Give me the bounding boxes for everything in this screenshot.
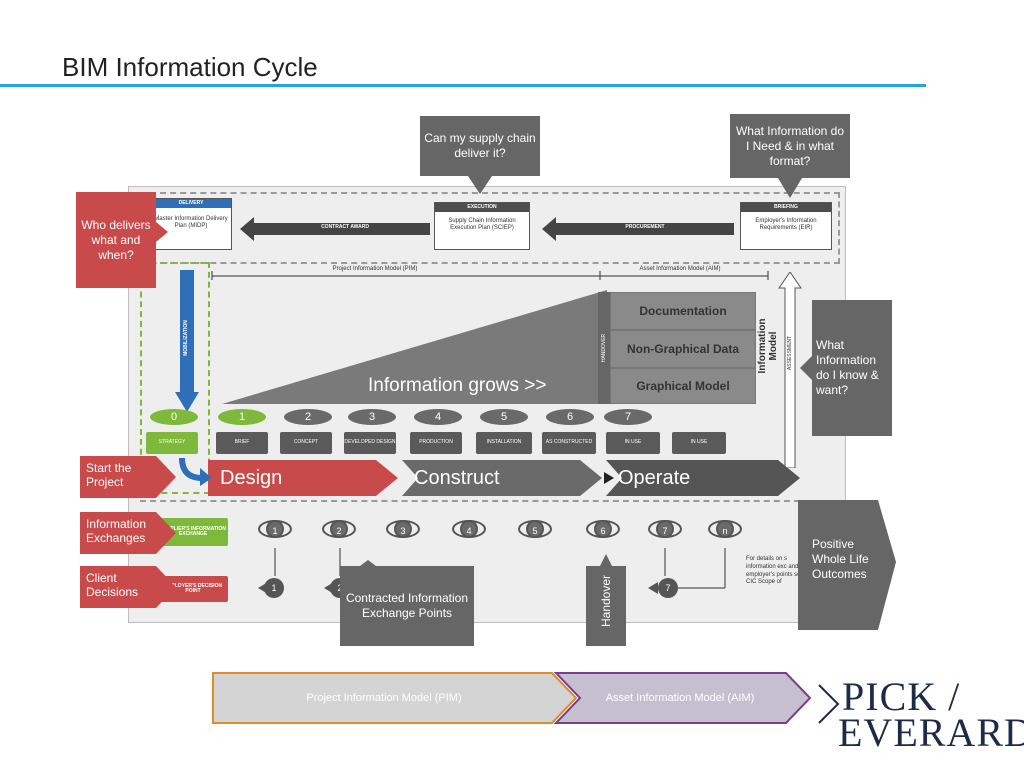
logo-chevron-icon	[818, 684, 840, 724]
contract-award-label: CONTRACT AWARD	[321, 224, 369, 230]
stage-label-in-use-2: IN USE	[672, 432, 726, 454]
decisions-label-shape	[80, 566, 176, 608]
top-arrows	[240, 217, 734, 241]
exchange-number-n: n	[716, 520, 734, 538]
stage-oval-1: 1	[218, 409, 266, 425]
delivery-body: Master Information Delivery Plan (MIDP)	[154, 216, 228, 230]
exchange-number-6: 6	[594, 520, 612, 538]
positive-callout-shape	[798, 500, 896, 630]
assessment-label: ASSESSMENT	[787, 335, 793, 371]
start-label-shape	[80, 456, 176, 498]
stage-label-as-constructed: AS CONSTRUCTED	[542, 432, 596, 454]
supply-callout-text: Can my supply chain deliver it?	[424, 131, 536, 160]
stage-label-brief: BRIEF	[216, 432, 268, 454]
exchange-number-4: 4	[460, 520, 478, 538]
delivery-box: DELIVERY Master Information Delivery Pla…	[150, 198, 232, 250]
execution-header: EXECUTION	[435, 203, 529, 212]
mobilization-arrow	[175, 270, 199, 412]
mobilization-column	[140, 262, 210, 494]
exchanges-label-shape	[80, 512, 176, 554]
decision-point-7: 7	[658, 578, 678, 598]
know-callout-text: What Information do I know & want?	[816, 338, 879, 397]
exchange-number-3: 3	[394, 520, 412, 538]
stage-oval-4: 4	[414, 409, 462, 425]
stack-non-graphical: Non-Graphical Data	[610, 330, 756, 368]
supply-callout-shape	[420, 116, 540, 194]
footer-aim: Asset Information Model (AIM)	[605, 692, 755, 704]
contracted-callout-text: Contracted Information Exchange Points	[345, 591, 469, 620]
stage-label-in-use-1: IN USE	[606, 432, 660, 454]
stage-label-installation: INSTALLATION	[476, 432, 532, 454]
blue-curve-arrow	[179, 457, 212, 486]
info-need-callout-text: What Information do I Need & in what for…	[735, 123, 845, 168]
pim-range-label: Project Information Model (PIM)	[332, 266, 418, 272]
delivery-header: DELIVERY	[151, 199, 231, 208]
info-need-callout-shape	[730, 114, 850, 198]
stage-label-concept: CONCEPT	[280, 432, 332, 454]
briefing-box: BRIEFING Employer's Information Requirem…	[740, 202, 832, 250]
stack-graphical-model: Graphical Model	[610, 368, 756, 404]
stage-oval-2: 2	[284, 409, 332, 425]
phase-operate: Operate	[618, 466, 691, 489]
details-note: For details on s information exc and emp…	[746, 556, 801, 586]
assessment-arrow	[778, 272, 802, 468]
stage-label-strategy: STRATEGY	[146, 432, 198, 454]
handover-callout-shape	[586, 554, 626, 646]
information-triangle	[222, 290, 607, 404]
handover-callout-text: Handover	[599, 574, 613, 628]
execution-box: EXECUTION Supply Chain Information Execu…	[434, 202, 530, 250]
stage-oval-6: 6	[546, 409, 594, 425]
positive-callout-text: Positive Whole Life Outcomes	[812, 536, 869, 581]
decisions-label-text: Client Decisions	[86, 571, 139, 599]
execution-body: Supply Chain Information Execution Plan …	[448, 218, 516, 232]
handover-vertical-label: HANDOVER	[601, 333, 607, 363]
who-callout-shape	[76, 192, 168, 288]
exchanges-label-text: Information Exchanges	[86, 517, 147, 545]
stage-oval-7: 7	[604, 409, 652, 425]
diagram-frame	[128, 186, 846, 623]
stage-oval-0: 0	[150, 409, 198, 425]
phase-arrows	[208, 460, 800, 496]
exchange-number-5: 5	[526, 520, 544, 538]
know-callout-shape	[800, 300, 892, 436]
phase-design: Design	[220, 466, 283, 489]
stage-oval-3: 3	[348, 409, 396, 425]
handover-bar	[598, 292, 610, 404]
stage-label-developed-design: DEVELOPED DESIGN	[344, 432, 396, 454]
phase-construct: Construct	[414, 466, 500, 489]
information-grows-text: Information grows >>	[368, 375, 547, 396]
contracted-callout-shape	[340, 560, 474, 646]
information-model-label: Information Model	[757, 318, 779, 374]
bottom-separator	[140, 500, 800, 502]
exchange-number-7: 7	[656, 520, 674, 538]
logo-line-2: EVERARD	[838, 710, 1024, 755]
briefing-header: BRIEFING	[741, 203, 831, 212]
page-title: BIM Information Cycle	[62, 52, 318, 82]
aim-range-label: Asset Information Model (AIM)	[639, 266, 721, 272]
stage-oval-5: 5	[480, 409, 528, 425]
who-callout-text: Who delivers what and when?	[81, 217, 151, 262]
decision-point-1: 1	[264, 578, 284, 598]
title-underline	[0, 84, 926, 87]
exchange-number-1: 1	[266, 520, 284, 538]
mobilization-label: MOBILIZATION	[183, 320, 189, 356]
exchange-number-2: 2	[330, 520, 348, 538]
briefing-body: Employer's Information Requirements (EIR…	[755, 218, 817, 232]
start-label-text: Start the Project	[86, 461, 132, 489]
procurement-label: PROCUREMENT	[625, 224, 665, 230]
footer-pim: Project Information Model (PIM)	[306, 692, 462, 704]
logo-line-1: PICK /	[842, 674, 961, 719]
footer-chevrons	[212, 672, 812, 724]
stack-documentation: Documentation	[610, 292, 756, 330]
model-range-line	[211, 271, 769, 280]
stage-label-production: PRODUCTION	[410, 432, 462, 454]
